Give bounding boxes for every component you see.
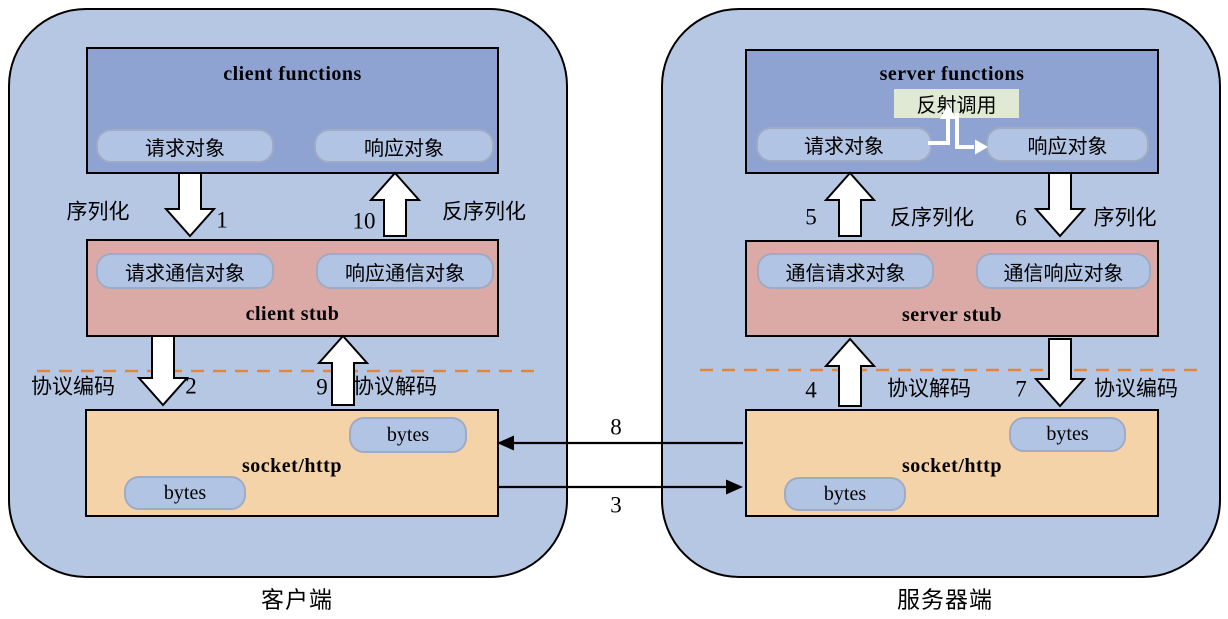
server-reflection-call-box: 反射调用 [894,89,1019,118]
server-bytes-bottom-label: bytes [823,482,867,505]
client-protocol-decode-label: 协议解码 [353,374,437,399]
server-serialize-label: 序列化 [1093,205,1157,230]
client-request-object-pill: 请求对象 [96,129,274,163]
server-response-object-label: 响应对象 [1027,136,1108,158]
client-panel: client functions 请求对象 响应对象 请求通信对象 响应通信对象… [8,8,568,578]
client-response-object-label: 响应对象 [364,137,444,160]
server-functions-title: server functions [879,63,1025,85]
client-protocol-encode-label: 协议编码 [31,374,115,399]
client-serialize-label: 序列化 [66,199,130,224]
step-number-9: 9 [316,374,328,400]
server-request-object-label: 请求对象 [804,136,884,158]
server-socket-box: bytes socket/http bytes [745,409,1159,517]
server-panel-caption: 服务器端 [897,587,993,613]
client-panel-caption: 客户端 [261,587,333,613]
step-number-6: 6 [1015,205,1027,231]
client-response-comm-label: 响应通信对象 [345,262,465,285]
client-request-object-label: 请求对象 [145,137,225,160]
client-request-comm-object-pill: 请求通信对象 [96,253,274,289]
client-request-comm-label: 请求通信对象 [125,262,245,285]
server-deserialize-label: 反序列化 [890,205,974,230]
step-number-2: 2 [185,373,197,399]
client-bytes-top-pill: bytes [349,417,467,453]
client-response-object-pill: 响应对象 [314,129,494,163]
server-protocol-encode-label: 协议编码 [1094,376,1178,401]
server-bytes-top-pill: bytes [1009,417,1126,452]
server-response-comm-label: 通信响应对象 [1003,262,1124,285]
client-socket-title: socket/http [242,455,342,477]
server-request-comm-label: 通信请求对象 [785,262,906,285]
client-bytes-top-label: bytes [386,423,430,446]
step-number-4: 4 [805,377,817,403]
client-deserialize-label: 反序列化 [442,199,526,224]
server-bytes-top-label: bytes [1046,423,1089,445]
server-stub-title: server stub [901,304,1003,326]
server-protocol-decode-label: 协议解码 [887,376,971,401]
client-bytes-bottom-pill: bytes [124,476,246,510]
client-stub-box: 请求通信对象 响应通信对象 client stub [86,239,499,337]
server-reflection-call-label: 反射调用 [916,95,997,117]
client-bytes-bottom-label: bytes [163,481,207,504]
client-socket-box: bytes socket/http bytes [85,409,499,517]
server-stub-box: 通信请求对象 通信响应对象 server stub [745,240,1159,337]
server-request-object-pill: 请求对象 [756,127,932,162]
server-panel: server functions 反射调用 请求对象 响应对象 通信请求对象 通… [661,8,1221,578]
step-number-1: 1 [216,207,228,233]
client-response-comm-object-pill: 响应通信对象 [316,253,494,289]
step-number-7: 7 [1015,376,1027,402]
step-number-3: 3 [610,492,622,518]
step-number-10: 10 [352,208,376,234]
server-socket-title: socket/http [902,455,1002,477]
client-functions-title: client functions [223,63,362,85]
server-request-comm-object-pill: 通信请求对象 [757,253,934,289]
client-stub-title: client stub [245,303,340,325]
server-response-object-pill: 响应对象 [986,127,1149,162]
server-functions-box: server functions 反射调用 请求对象 响应对象 [745,49,1159,174]
step-number-5: 5 [805,204,817,230]
step-number-8: 8 [610,414,622,440]
client-functions-box: client functions 请求对象 响应对象 [86,47,499,174]
server-bytes-bottom-pill: bytes [784,477,906,511]
server-response-comm-object-pill: 通信响应对象 [976,253,1151,289]
